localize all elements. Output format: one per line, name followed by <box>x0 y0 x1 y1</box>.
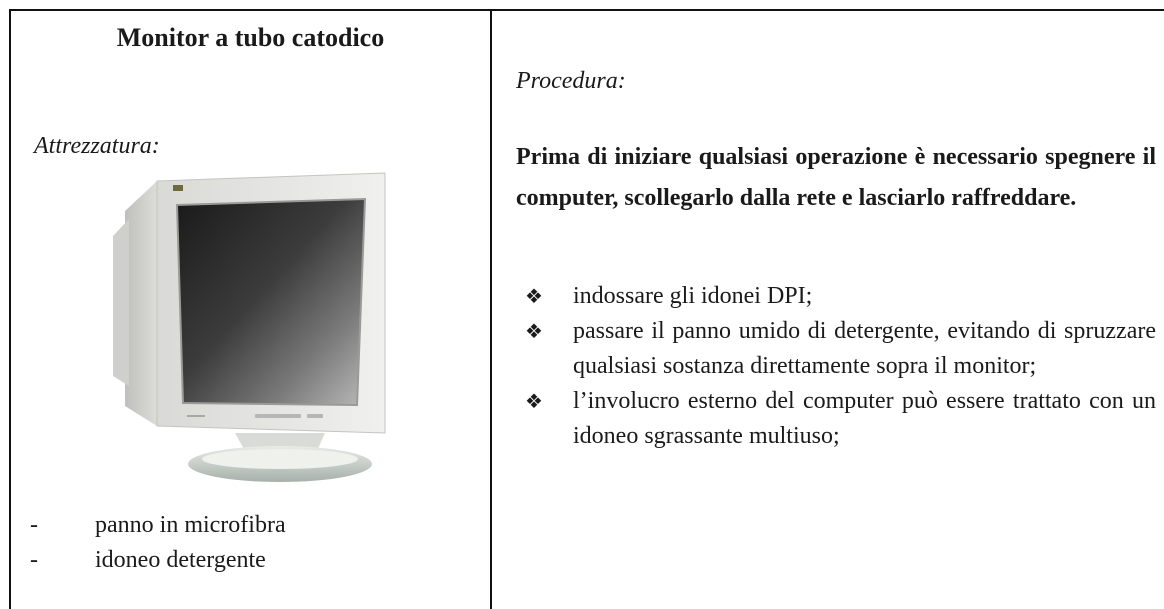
diamond-bullet-icon: ❖ <box>525 284 543 308</box>
equipment-item-text: idoneo detergente <box>95 547 266 573</box>
page-title: Monitor a tubo catodico <box>116 23 385 52</box>
list-item: ❖ indossare gli idonei DPI; <box>516 279 1156 314</box>
equipment-list: - panno in microfibra - idoneo detergent… <box>11 508 286 578</box>
procedure-table <box>9 9 1164 609</box>
list-item: ❖ passare il panno umido di detergente, … <box>516 314 1156 384</box>
safety-warning: Prima di iniziare qualsiasi operazione è… <box>516 144 1156 211</box>
step-text: l’involucro esterno del computer può ess… <box>573 388 1156 449</box>
step-text: indossare gli idonei DPI; <box>573 283 813 309</box>
list-item: - panno in microfibra <box>11 508 286 543</box>
diamond-bullet-icon: ❖ <box>525 319 543 343</box>
list-item: ❖ l’involucro esterno del computer può e… <box>516 384 1156 454</box>
equipment-item-text: panno in microfibra <box>95 512 286 538</box>
equipment-column: Monitor a tubo catodico Attrezzatura: <box>11 11 490 605</box>
equipment-label: Attrezzatura: <box>34 133 160 159</box>
procedure-steps: ❖ indossare gli idonei DPI; ❖ passare il… <box>516 279 1156 454</box>
diamond-bullet-icon: ❖ <box>525 389 543 413</box>
list-item: - idoneo detergente <box>11 543 286 578</box>
dash-marker: - <box>30 547 38 573</box>
dash-marker: - <box>30 512 38 538</box>
procedure-column: Procedura: Prima di iniziare qualsiasi o… <box>492 11 1160 605</box>
procedure-label: Procedura: <box>516 68 626 94</box>
crt-monitor-image <box>113 172 386 482</box>
step-text: passare il panno umido di detergente, ev… <box>573 318 1156 379</box>
column-divider <box>490 9 492 609</box>
